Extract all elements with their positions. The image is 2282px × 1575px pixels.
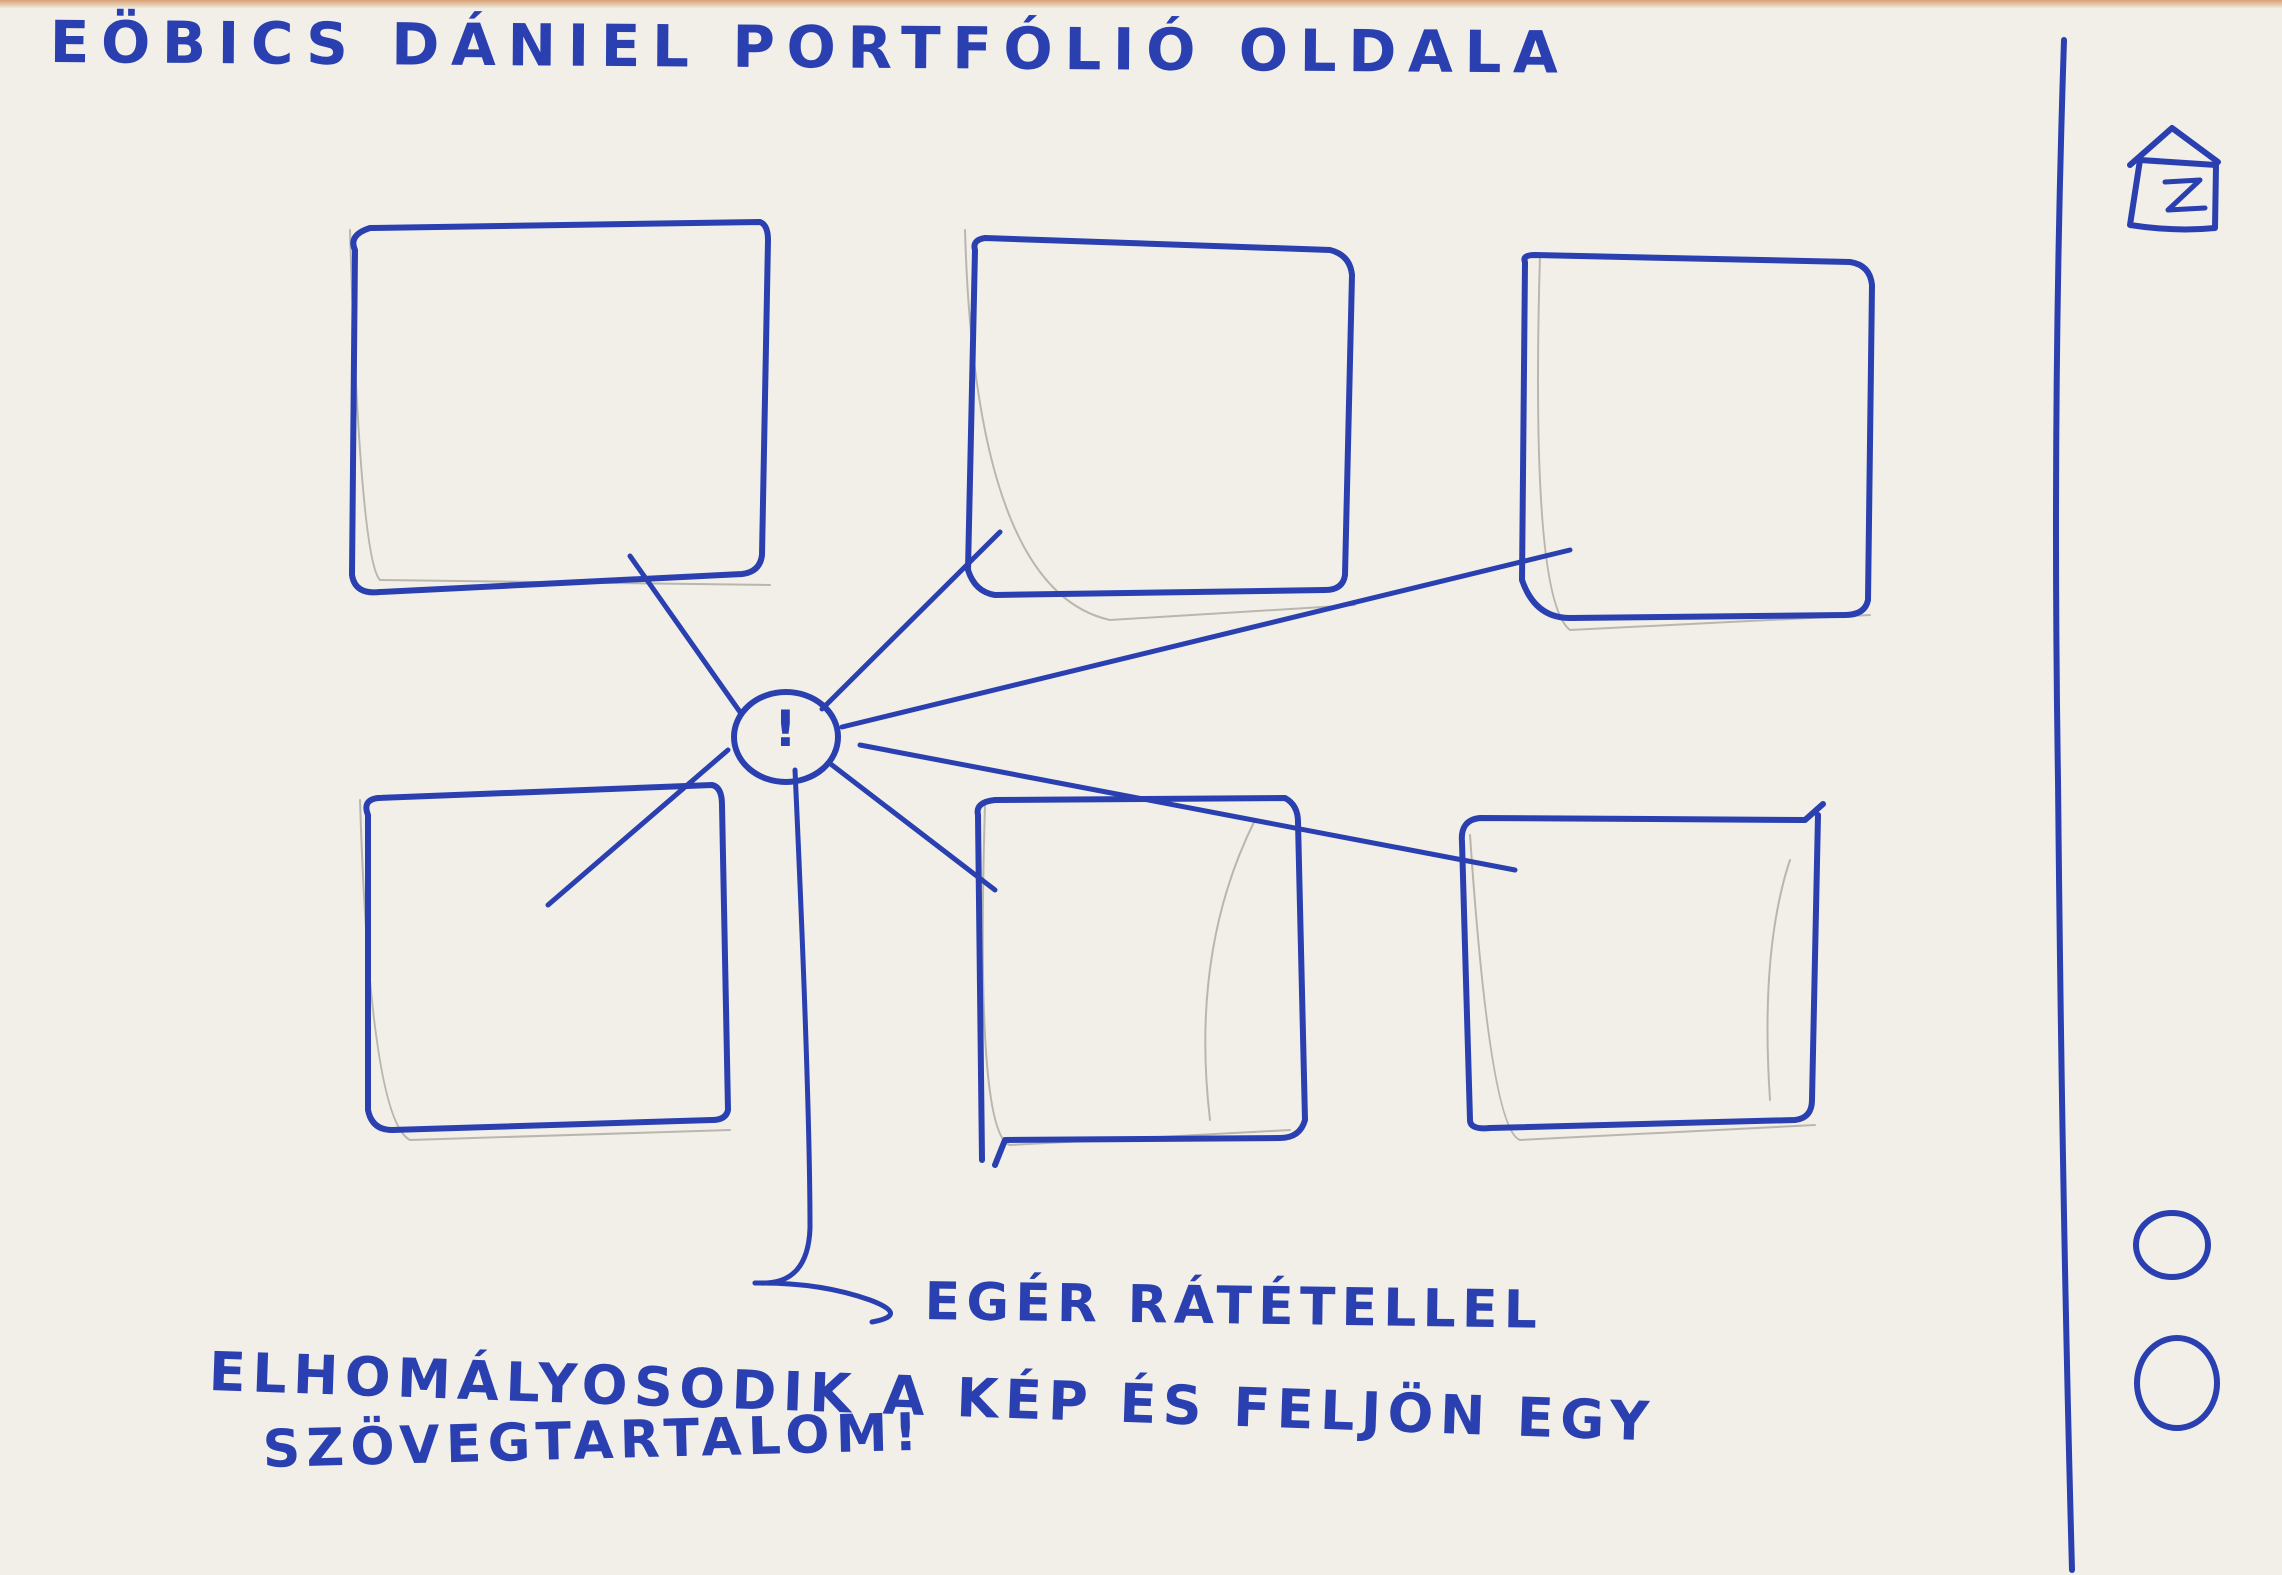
image-tile-4[interactable] — [363, 782, 731, 1133]
image-tile-1[interactable] — [349, 219, 771, 596]
hover-indicator — [545, 529, 1573, 1325]
annotation-line-1: EGÉR RÁTÉTELLEL — [924, 1272, 1544, 1341]
pencil-guides — [349, 229, 1871, 1147]
image-tile-6[interactable] — [1458, 801, 1826, 1132]
sidebar-divider — [2053, 37, 2075, 1573]
image-tile-2[interactable] — [965, 235, 1355, 598]
circle-icon[interactable] — [2133, 1210, 2211, 1280]
paper-edge — [0, 0, 2282, 8]
image-tile-3[interactable] — [1519, 252, 1875, 621]
image-tile-5[interactable] — [974, 795, 1308, 1168]
hover-marker: ! — [774, 700, 797, 758]
circle-icon[interactable] — [2134, 1335, 2220, 1431]
page-title: EÖBICS DÁNIEL PORTFÓLIÓ OLDALA — [49, 8, 1570, 87]
home-icon[interactable] — [2127, 125, 2221, 233]
